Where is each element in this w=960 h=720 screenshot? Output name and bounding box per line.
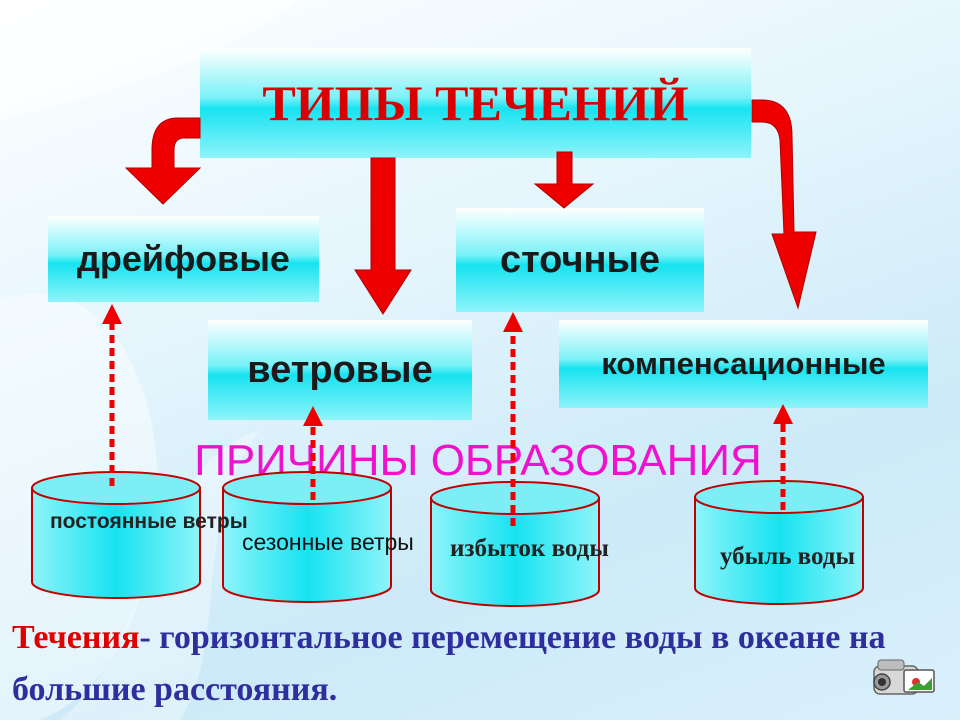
cylinder-water-loss [694,480,864,605]
cause-water-loss-label: убыль воды [720,543,855,570]
cause-water-excess-label: избыток воды [450,535,609,562]
diagram-title: ТИПЫ ТЕЧЕНИЙ [200,48,751,158]
dotted-arrow-stock [503,312,523,526]
definition-text: Течения- горизонтальное перемещение воды… [12,612,912,716]
type-drift-box: дрейфовые [48,216,319,302]
cause-seasonal-winds-label: сезонные ветры [242,529,414,555]
type-stock-box: сточные [456,208,704,312]
arrow-to-compensation [751,99,817,310]
arrow-to-drift [124,117,202,205]
cause-constant-winds-label: постоянные ветры [50,510,248,533]
type-compensation-box: компенсационные [559,320,928,408]
cylinder-water-excess [430,481,600,607]
definition-term: Течения [12,619,140,656]
arrow-to-wind [354,157,412,315]
definition-body: - горизонтальное перемещение воды в океа… [12,619,886,708]
cylinder-seasonal-winds [222,471,392,603]
dotted-arrow-compensation [773,404,793,510]
camcorder-icon[interactable] [868,652,940,704]
dotted-arrow-wind [303,406,323,500]
type-wind-box: ветровые [208,320,472,420]
cylinder-constant-winds [31,471,201,599]
dotted-arrow-drift [102,304,122,486]
arrow-to-stock [533,151,595,209]
